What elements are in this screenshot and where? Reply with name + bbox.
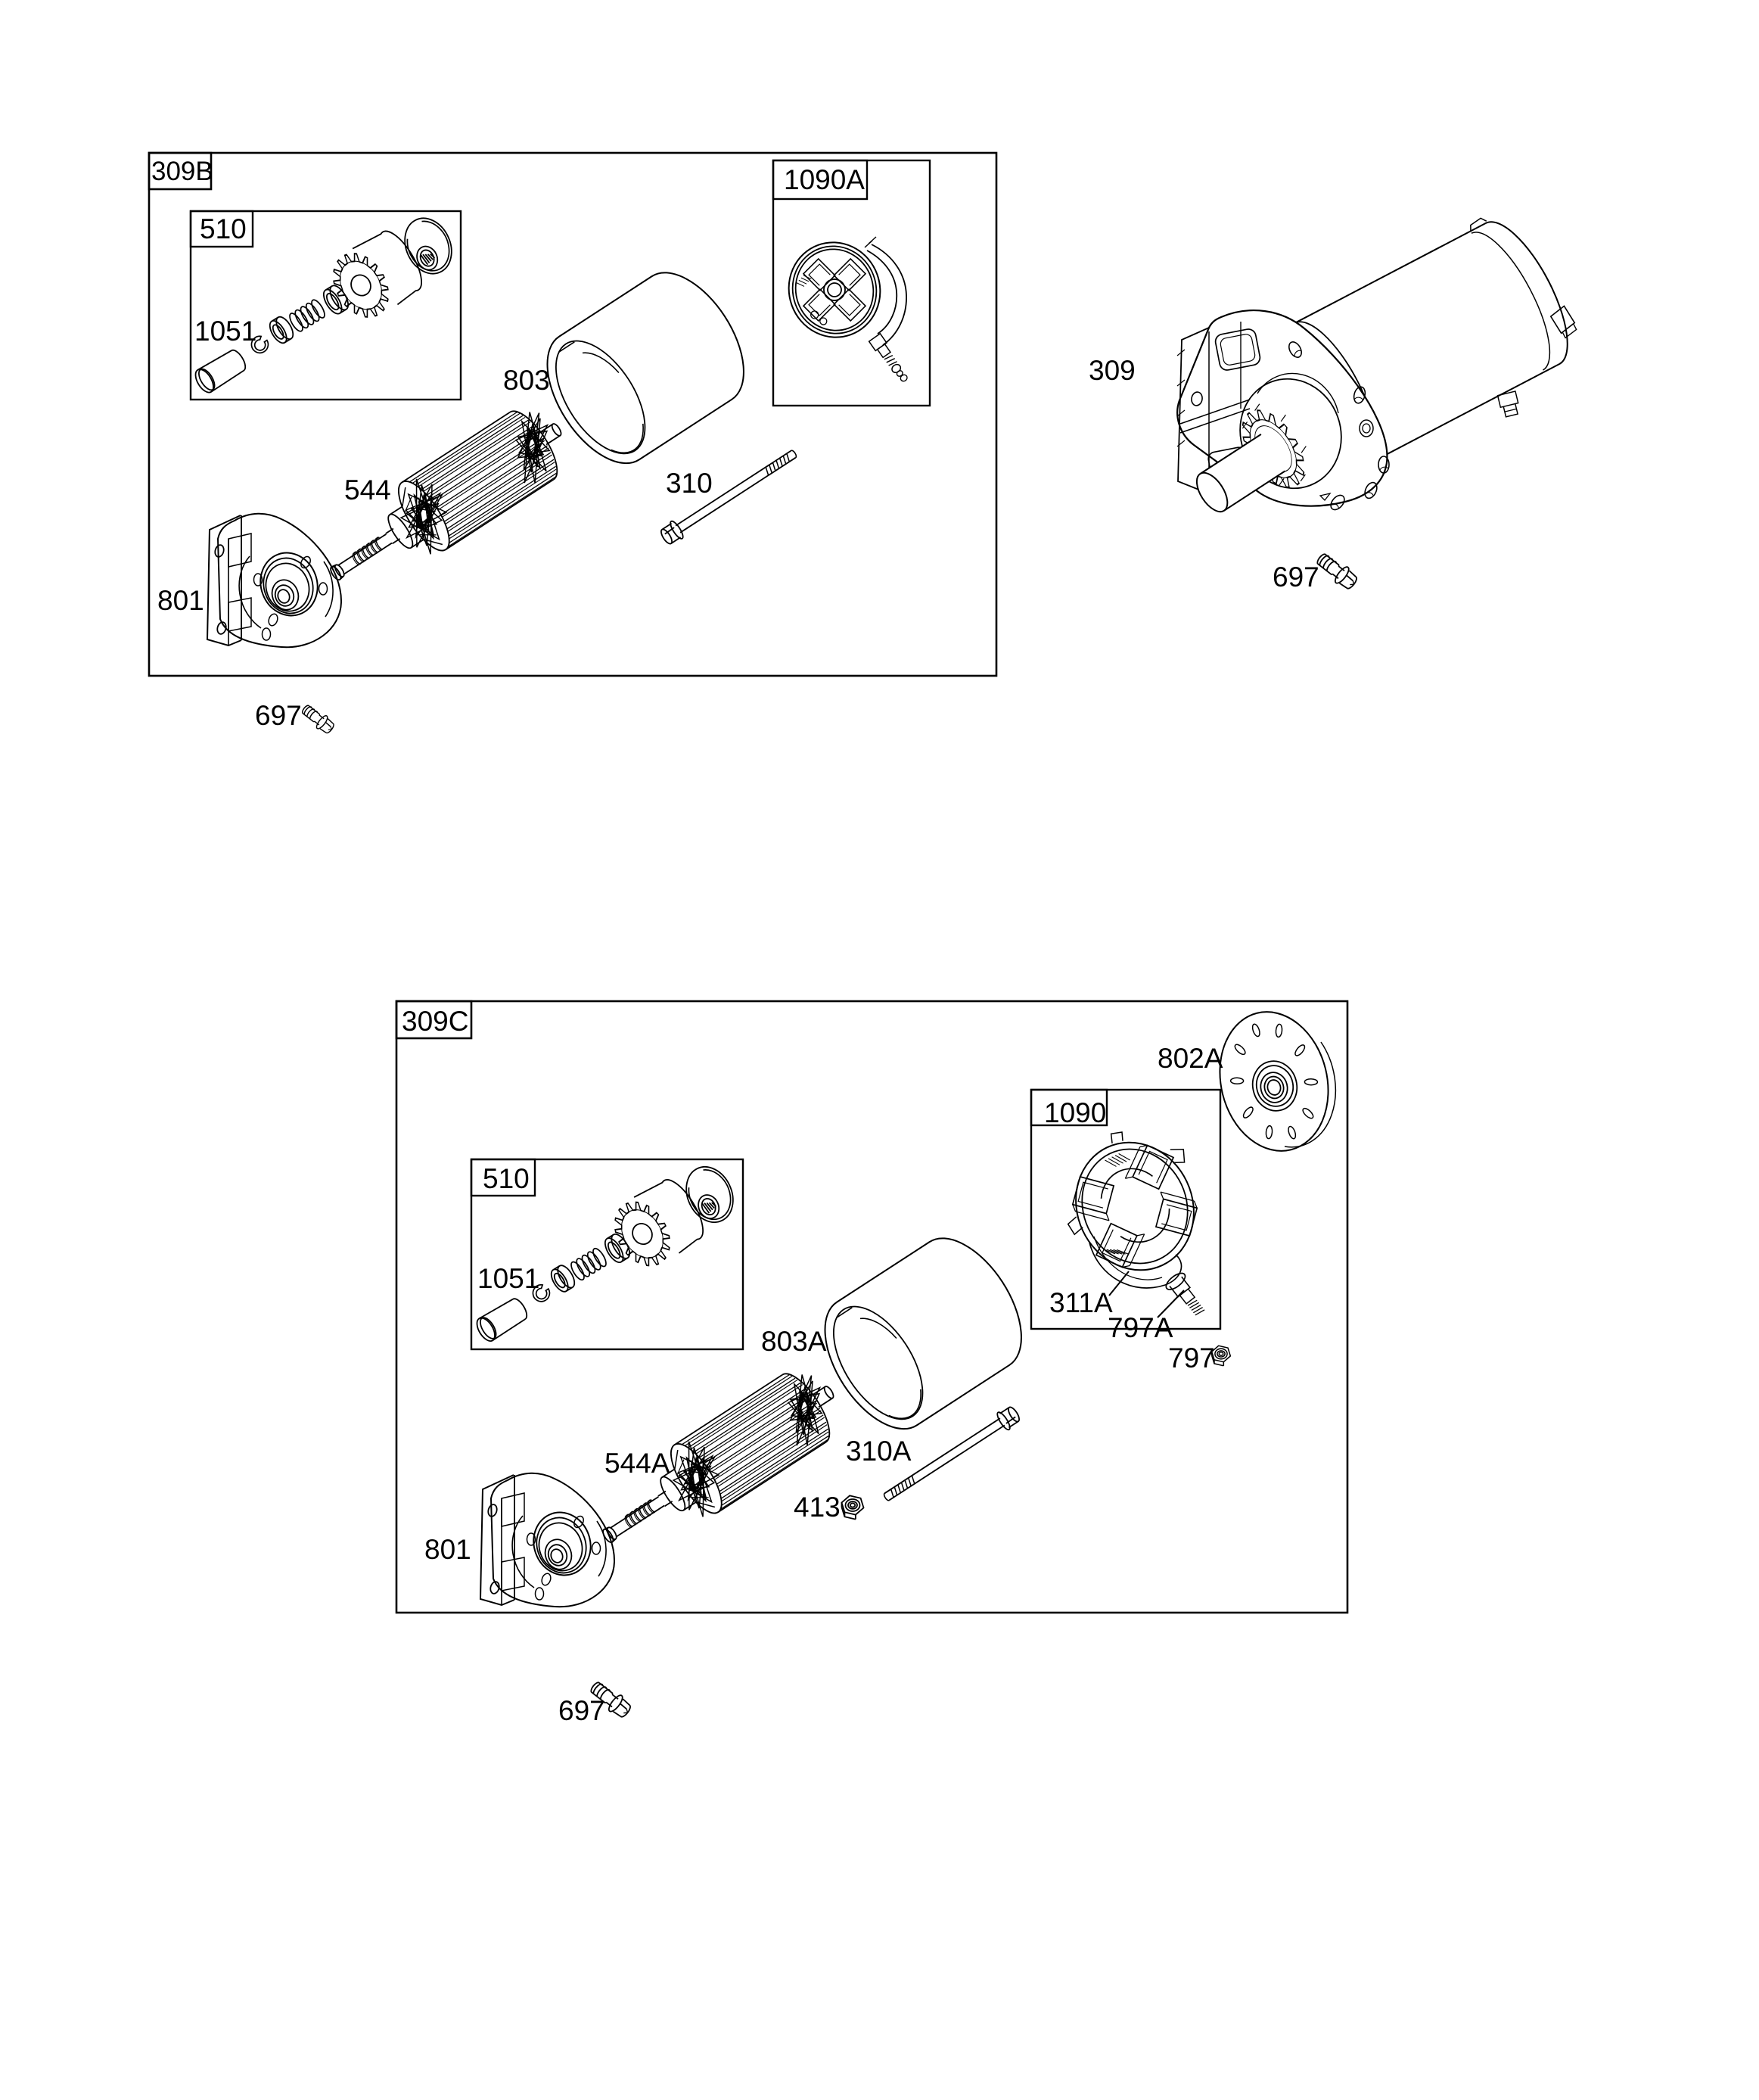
svg-text:310A: 310A bbox=[846, 1436, 912, 1467]
svg-text:510: 510 bbox=[483, 1163, 530, 1194]
svg-text:310: 310 bbox=[666, 468, 713, 499]
svg-text:803: 803 bbox=[503, 365, 550, 396]
svg-text:544: 544 bbox=[344, 474, 391, 506]
svg-text:309C: 309C bbox=[402, 1006, 468, 1037]
svg-text:510: 510 bbox=[200, 213, 247, 244]
svg-text:311A: 311A bbox=[1049, 1287, 1113, 1318]
svg-text:697: 697 bbox=[558, 1695, 605, 1726]
svg-text:697: 697 bbox=[255, 700, 302, 731]
svg-text:797A: 797A bbox=[1108, 1312, 1173, 1343]
svg-text:544A: 544A bbox=[604, 1448, 670, 1479]
svg-text:1090A: 1090A bbox=[784, 164, 865, 195]
svg-text:309B: 309B bbox=[151, 157, 213, 186]
svg-text:697: 697 bbox=[1273, 562, 1319, 593]
svg-text:801: 801 bbox=[157, 585, 204, 616]
svg-text:1051: 1051 bbox=[194, 316, 256, 347]
svg-text:797: 797 bbox=[1168, 1342, 1215, 1374]
svg-text:1051: 1051 bbox=[477, 1263, 539, 1294]
svg-text:309: 309 bbox=[1089, 355, 1136, 386]
svg-text:803A: 803A bbox=[761, 1326, 827, 1357]
svg-text:413: 413 bbox=[794, 1492, 841, 1523]
svg-text:1090: 1090 bbox=[1044, 1097, 1106, 1128]
svg-text:802A: 802A bbox=[1158, 1043, 1223, 1074]
svg-text:801: 801 bbox=[424, 1534, 471, 1565]
